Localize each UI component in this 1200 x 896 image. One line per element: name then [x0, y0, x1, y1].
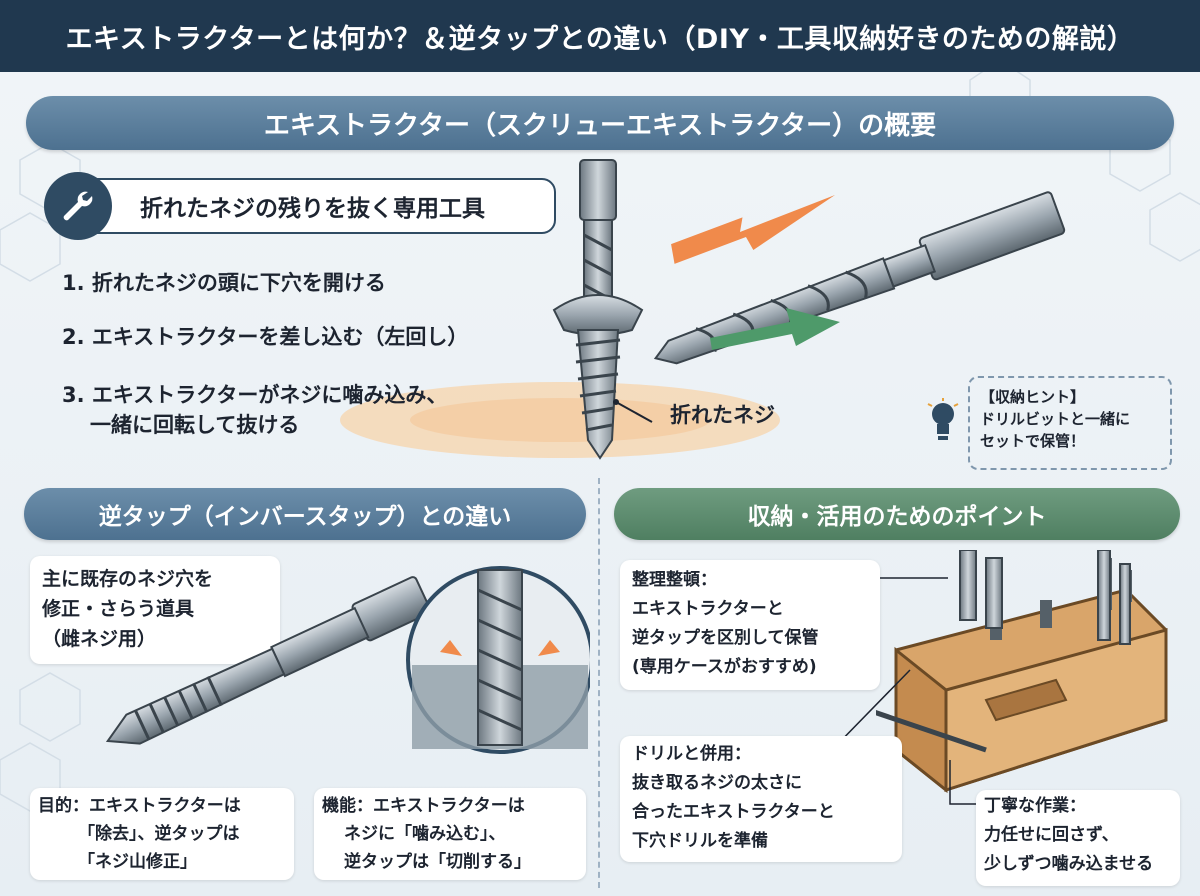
toolbox-illustration — [876, 550, 1168, 794]
lightbulb-icon — [926, 398, 960, 446]
storage-header: 収納・活用のためのポイント — [614, 488, 1180, 540]
step-3: 3. エキストラクターがネジに噛み込み、 — [62, 383, 448, 407]
section-divider — [598, 478, 600, 888]
drill-3: 合ったエキストラクターと — [632, 802, 835, 822]
reverse-tap-illustration — [105, 566, 590, 754]
purpose-1: 目的：エキストラクターは — [38, 796, 241, 816]
careful-3: 少しずつ噛み込ませる — [984, 854, 1154, 874]
drill-2: 抜き取るネジの太さに — [632, 773, 802, 793]
reverse-tap-desc-1: 主に既存のネジ穴を — [42, 568, 214, 590]
reverse-tap-desc-card: 主に既存のネジ穴を 修正・さらう道具 （雌ネジ用） — [30, 556, 280, 664]
step-2: 2. エキストラクターを差し込む（左回し） — [62, 325, 469, 349]
function-card: 機能：エキストラクターは ネジに「噛み込む」、 逆タップは「切削する」 — [314, 788, 586, 880]
drill-1: ドリルと併用： — [632, 744, 751, 764]
function-1: 機能：エキストラクターは — [322, 796, 525, 816]
hint-line-1: 【収納ヒント】 — [980, 388, 1086, 406]
storage-hint-box: 【収納ヒント】 ドリルビットと一緒に セットで保管！ — [968, 376, 1172, 470]
function-3: 逆タップは「切削する」 — [344, 852, 531, 872]
wrench-icon — [44, 172, 112, 240]
careful-2: 力任せに回さず、 — [984, 825, 1119, 845]
organize-card: 整理整頓： エキストラクターと 逆タップを区別して保管 (専用ケースがおすすめ) — [620, 560, 880, 690]
organize-1: 整理整頓： — [632, 570, 717, 590]
step-1: 1. 折れたネジの頭に下穴を開ける — [62, 271, 386, 295]
overview-subtitle: 折れたネジの残りを抜く専用工具 — [140, 196, 485, 222]
hint-line-3: セットで保管！ — [980, 432, 1086, 450]
organize-4: (専用ケースがおすすめ) — [632, 657, 817, 677]
organize-3: 逆タップを区別して保管 — [632, 628, 819, 648]
hint-line-2: ドリルビットと一緒に — [980, 410, 1131, 428]
purpose-2: 「除去」、逆タップは — [78, 824, 240, 844]
purpose-3: 「ネジ山修正」 — [78, 852, 197, 872]
page-title: エキストラクターとは何か？＆逆タップとの違い（DIY・工具収納好きのための解説） — [0, 0, 1200, 72]
reverse-tap-desc-2: 修正・さらう道具 — [42, 598, 195, 620]
overview-subtitle-box: 折れたネジの残りを抜く専用工具 — [68, 178, 556, 234]
organize-2: エキストラクターと — [632, 599, 784, 619]
function-2: ネジに「噛み込む」、 — [344, 824, 506, 844]
broken-screw-label: 折れたネジ — [670, 403, 775, 427]
purpose-card: 目的：エキストラクターは 「除去」、逆タップは 「ネジ山修正」 — [30, 788, 294, 880]
overview-header: エキストラクター（スクリューエキストラクター）の概要 — [26, 96, 1174, 150]
drill-card: ドリルと併用： 抜き取るネジの太さに 合ったエキストラクターと 下穴ドリルを準備 — [620, 736, 902, 862]
reverse-tap-header: 逆タップ（インバースタップ）との違い — [24, 488, 586, 540]
careful-card: 丁寧な作業： 力任せに回さず、 少しずつ噛み込ませる — [976, 790, 1180, 886]
careful-1: 丁寧な作業： — [984, 796, 1086, 816]
reverse-tap-desc-3: （雌ネジ用） — [42, 628, 157, 650]
extractor-illustration — [552, 159, 1066, 460]
step-3-cont: 一緒に回転して抜ける — [90, 413, 300, 437]
drill-4: 下穴ドリルを準備 — [632, 831, 768, 851]
